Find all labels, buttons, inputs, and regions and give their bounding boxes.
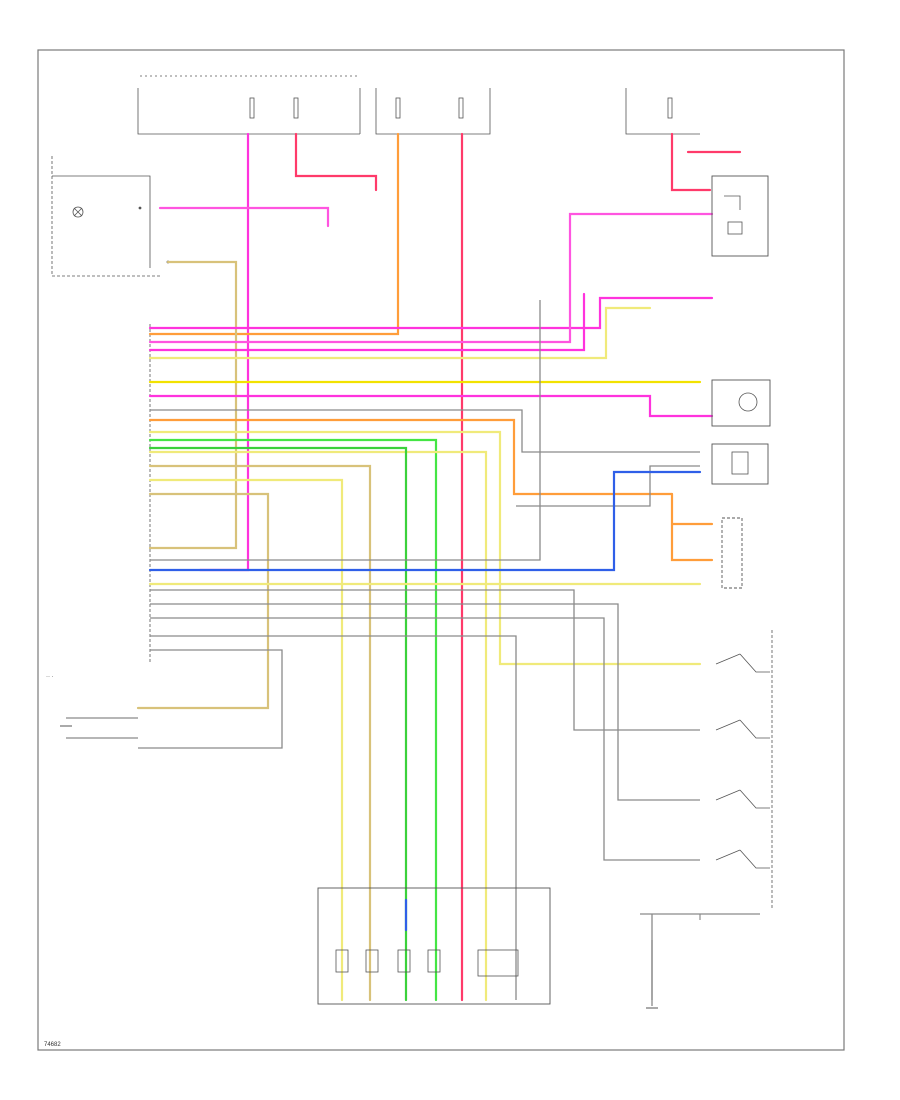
wire-pink-feed — [198, 132, 250, 572]
wire-orange-1 — [148, 418, 674, 496]
sensor-icon — [731, 451, 749, 475]
instrument-cluster — [51, 156, 170, 277]
wire-redpink-feed — [294, 132, 378, 192]
solenoid-icon — [365, 949, 379, 973]
wire-pink-cluster — [158, 206, 330, 228]
diagram-frame — [37, 49, 845, 1051]
wire-gray-6 — [138, 649, 283, 749]
wire-harness — [136, 132, 742, 1002]
switch-icon — [715, 719, 770, 739]
range-switch — [640, 630, 773, 1000]
wire-gray-2 — [150, 300, 541, 561]
wire-pale-1 — [148, 478, 344, 1002]
solenoid-icon — [335, 949, 349, 973]
wire-gray-7 — [150, 589, 700, 731]
switch-icon — [715, 653, 770, 673]
wire-gray-1 — [150, 409, 700, 453]
wire-pink-1 — [148, 296, 714, 330]
fuse-icon — [395, 97, 401, 119]
connector-right — [721, 517, 743, 589]
wire-orange-feed — [148, 132, 400, 336]
sensor-right-1 — [711, 379, 771, 427]
fuse-icon — [249, 97, 255, 119]
wire-gray-5 — [150, 635, 517, 1000]
wire-tan-1 — [148, 464, 372, 1002]
diagram-code: 74682 — [44, 1042, 61, 1048]
wire-blue-1 — [148, 470, 702, 572]
wire-yellow-1 — [148, 306, 652, 360]
ecm-module: ·· · — [46, 324, 151, 680]
lamp-icon — [72, 206, 84, 218]
switch-icon — [715, 789, 770, 809]
relay-icon — [727, 221, 743, 235]
wire-yellow-3 — [148, 430, 702, 666]
wire-green-1 — [148, 438, 438, 1002]
wire-redpink-top — [670, 132, 712, 192]
fuse-icon — [458, 97, 464, 119]
connector-icon — [138, 206, 142, 210]
fuse-icon — [293, 97, 299, 119]
sensor-icon — [738, 392, 758, 412]
solenoid-icon — [427, 949, 441, 973]
fuse-block-left — [137, 75, 361, 135]
fuse-icon — [667, 97, 673, 119]
wire-gray-3 — [150, 603, 700, 801]
wire-green-2 — [148, 446, 408, 1002]
relay-right — [711, 175, 769, 257]
ground-right — [646, 940, 658, 1009]
sensor-icon — [477, 949, 519, 977]
fuse-block-center — [375, 88, 491, 135]
wire-gray-4 — [150, 617, 700, 861]
solenoid-icon — [397, 949, 411, 973]
wire-tan-cluster — [148, 260, 238, 550]
wire-pink-4 — [148, 394, 714, 418]
wire-yellow-4 — [148, 450, 488, 1002]
sensor-right-2 — [711, 443, 769, 485]
svg-text:·· ·: ·· · — [46, 674, 54, 680]
wire-pink-2 — [148, 212, 714, 344]
ground-left — [60, 717, 138, 739]
solenoid-block — [317, 887, 551, 1005]
wire-gray-8 — [516, 465, 700, 507]
fuse-block-right — [625, 88, 700, 135]
wire-tan-2 — [136, 492, 270, 710]
wire-pink-3 — [148, 292, 586, 352]
wire-orange-2 — [670, 492, 714, 562]
switch-icon — [715, 849, 770, 869]
